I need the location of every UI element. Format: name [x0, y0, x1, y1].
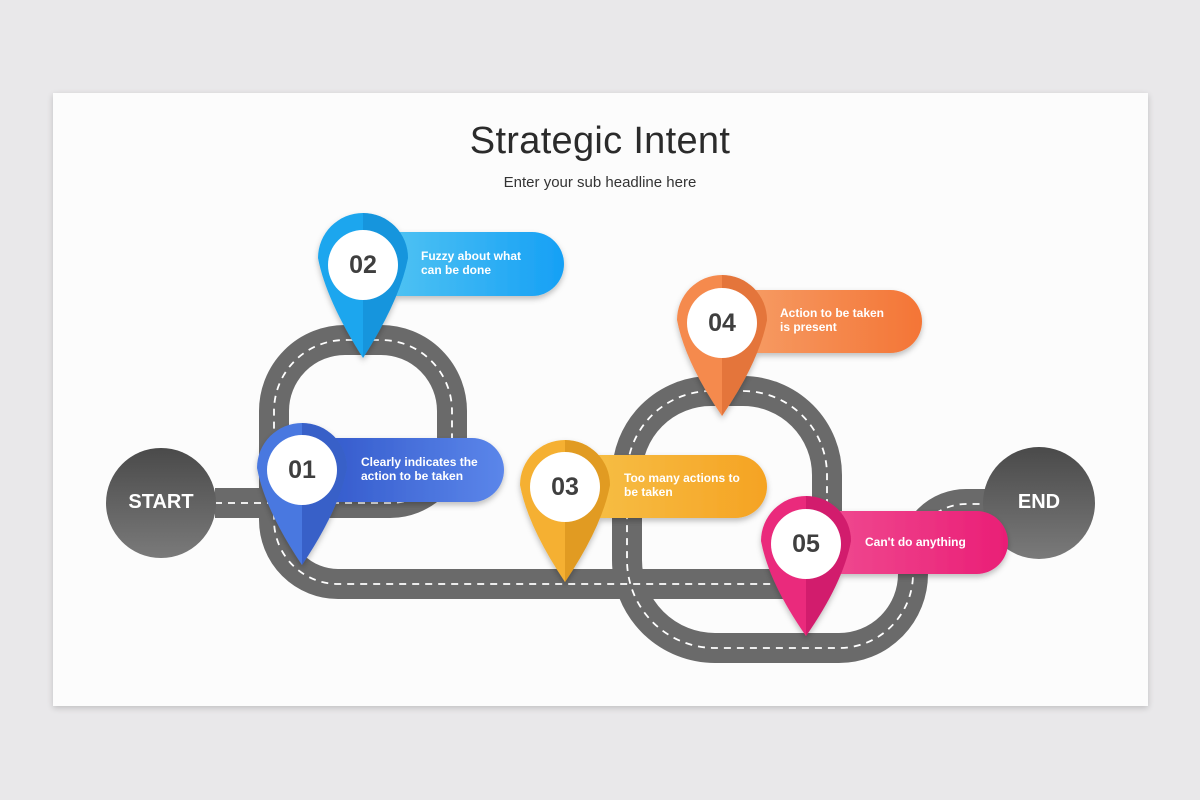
marker-03 [520, 440, 767, 582]
step-01-number: 01 [288, 456, 316, 484]
slide [53, 93, 1148, 706]
end-label: END [1017, 491, 1061, 513]
step-02-number: 02 [349, 251, 377, 279]
marker-05 [761, 496, 1008, 636]
step-03-number: 03 [551, 473, 579, 501]
step-04-number: 04 [708, 309, 736, 337]
step-05-text: Can't do anything [865, 535, 966, 549]
page-subtitle: Enter your sub headline here [503, 174, 697, 191]
step-02-text: Fuzzy about what can be done [421, 249, 521, 277]
step-04-text: Action to be taken is present [780, 306, 885, 334]
start-circle [106, 448, 216, 558]
marker-04 [677, 275, 922, 416]
road [215, 325, 990, 663]
marker-01 [257, 423, 504, 565]
marker-02 [318, 213, 564, 358]
end-circle [983, 447, 1095, 559]
step-05-number: 05 [792, 530, 820, 558]
road-dashes [215, 339, 990, 649]
page-title: Strategic Intent [469, 120, 731, 162]
start-label: START [128, 491, 194, 513]
step-01-text: Clearly indicates the action to be taken [361, 455, 478, 483]
step-03-text: Too many actions to be taken [624, 471, 740, 499]
